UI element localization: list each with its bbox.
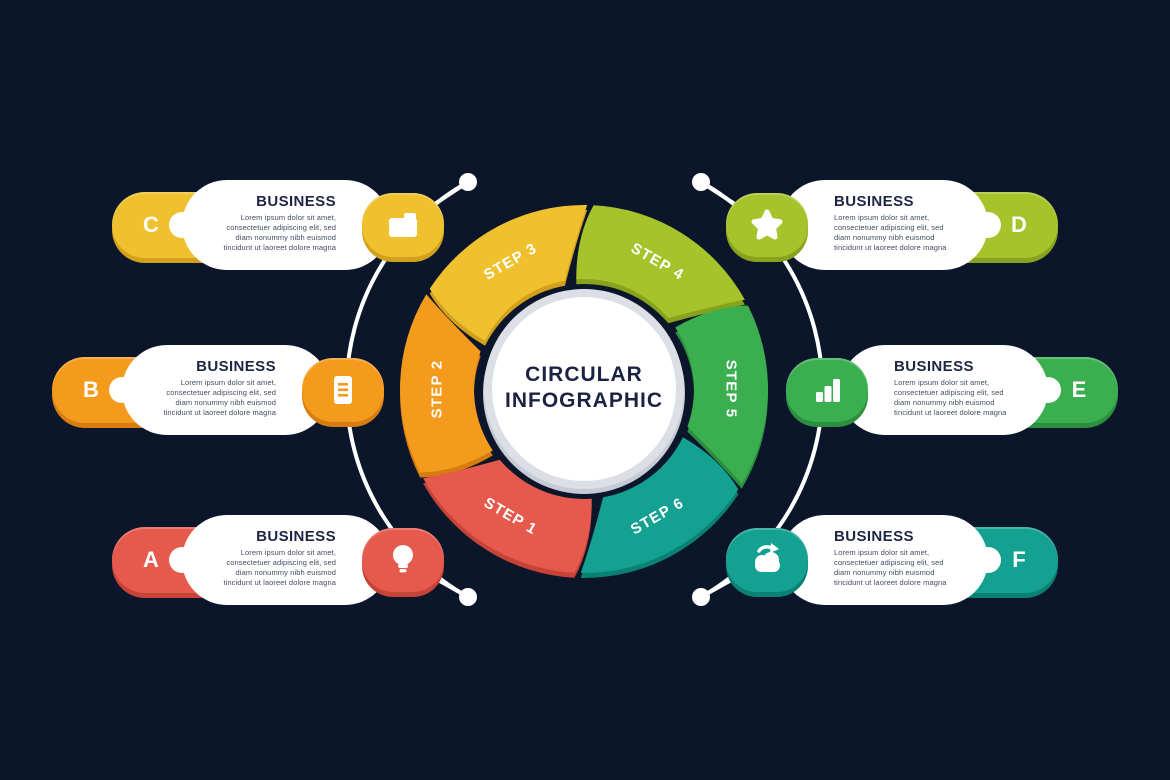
letter-label: C: [143, 212, 159, 237]
step-segment-2: [400, 294, 493, 473]
icon-pill: [786, 358, 868, 422]
star-icon: [751, 209, 783, 240]
card-body: BUSINESS Lorem ipsum dolor sit amet, con…: [780, 180, 988, 270]
business-card-e: E BUSINESS Lorem ipsum dolor sit amet, c…: [786, 345, 1118, 435]
icon-pill: [362, 193, 444, 257]
icon-pill: [302, 358, 384, 422]
letter-label: D: [1011, 212, 1027, 237]
step-segment-5: [675, 305, 768, 484]
document-icon: [334, 376, 352, 404]
card-text: Lorem ipsum dolor sit amet, consectetuer…: [223, 548, 336, 587]
card-text: Lorem ipsum dolor sit amet, consectetuer…: [223, 213, 336, 252]
card-heading: BUSINESS: [834, 528, 914, 545]
card-body: BUSINESS Lorem ipsum dolor sit amet, con…: [840, 345, 1048, 435]
lightbulb-icon: [393, 545, 413, 573]
letter-label: A: [143, 547, 159, 572]
connector-dot: [459, 588, 477, 606]
card-heading: BUSINESS: [834, 193, 914, 210]
letter-label: F: [1012, 547, 1026, 572]
step-segment-1: [423, 459, 592, 573]
card-heading: BUSINESS: [256, 528, 336, 545]
step-label-2: STEP 2: [429, 360, 446, 419]
center-title-line1: CIRCULAR: [525, 363, 643, 386]
card-text: Lorem ipsum dolor sit amet, consectetuer…: [894, 378, 1007, 417]
letter-label: B: [83, 377, 99, 402]
business-card-b: B BUSINESS Lorem ipsum dolor sit amet, c…: [52, 345, 384, 435]
card-text: Lorem ipsum dolor sit amet, consectetuer…: [163, 378, 276, 417]
step-segment-4: [576, 205, 745, 319]
center-title: CIRCULAR INFOGRAPHIC: [474, 362, 694, 414]
business-card-a: A BUSINESS Lorem ipsum dolor sit amet, c…: [112, 515, 444, 605]
business-card-f: F BUSINESS Lorem ipsum dolor sit amet, c…: [726, 515, 1058, 605]
bar-chart-icon: [816, 379, 840, 402]
card-text: Lorem ipsum dolor sit amet, consectetuer…: [834, 548, 947, 587]
card-text: Lorem ipsum dolor sit amet, consectetuer…: [834, 213, 947, 252]
connector-dot: [459, 173, 477, 191]
card-heading: BUSINESS: [196, 358, 276, 375]
icon-pill: [726, 528, 808, 592]
card-body: BUSINESS Lorem ipsum dolor sit amet, con…: [182, 180, 390, 270]
step-segment-3: [429, 204, 588, 341]
icon-pill: [726, 193, 808, 257]
icon-pill: [362, 528, 444, 592]
connector-dot: [692, 173, 710, 191]
cloud-arrow-icon: [755, 543, 780, 572]
center-title-line2: INFOGRAPHIC: [505, 389, 663, 412]
step-segment-6: [580, 437, 739, 574]
card-body: BUSINESS Lorem ipsum dolor sit amet, con…: [122, 345, 330, 435]
business-card-c: C BUSINESS Lorem ipsum dolor sit amet, c…: [112, 180, 444, 270]
center-circle: [492, 297, 676, 481]
step-label-5: STEP 5: [723, 360, 740, 419]
card-heading: BUSINESS: [894, 358, 974, 375]
card-body: BUSINESS Lorem ipsum dolor sit amet, con…: [182, 515, 390, 605]
card-heading: BUSINESS: [256, 193, 336, 210]
letter-label: E: [1071, 377, 1087, 402]
card-body: BUSINESS Lorem ipsum dolor sit amet, con…: [780, 515, 988, 605]
business-card-d: D BUSINESS Lorem ipsum dolor sit amet, c…: [726, 180, 1058, 270]
folder-icon: [389, 213, 417, 237]
connector-dot: [692, 588, 710, 606]
